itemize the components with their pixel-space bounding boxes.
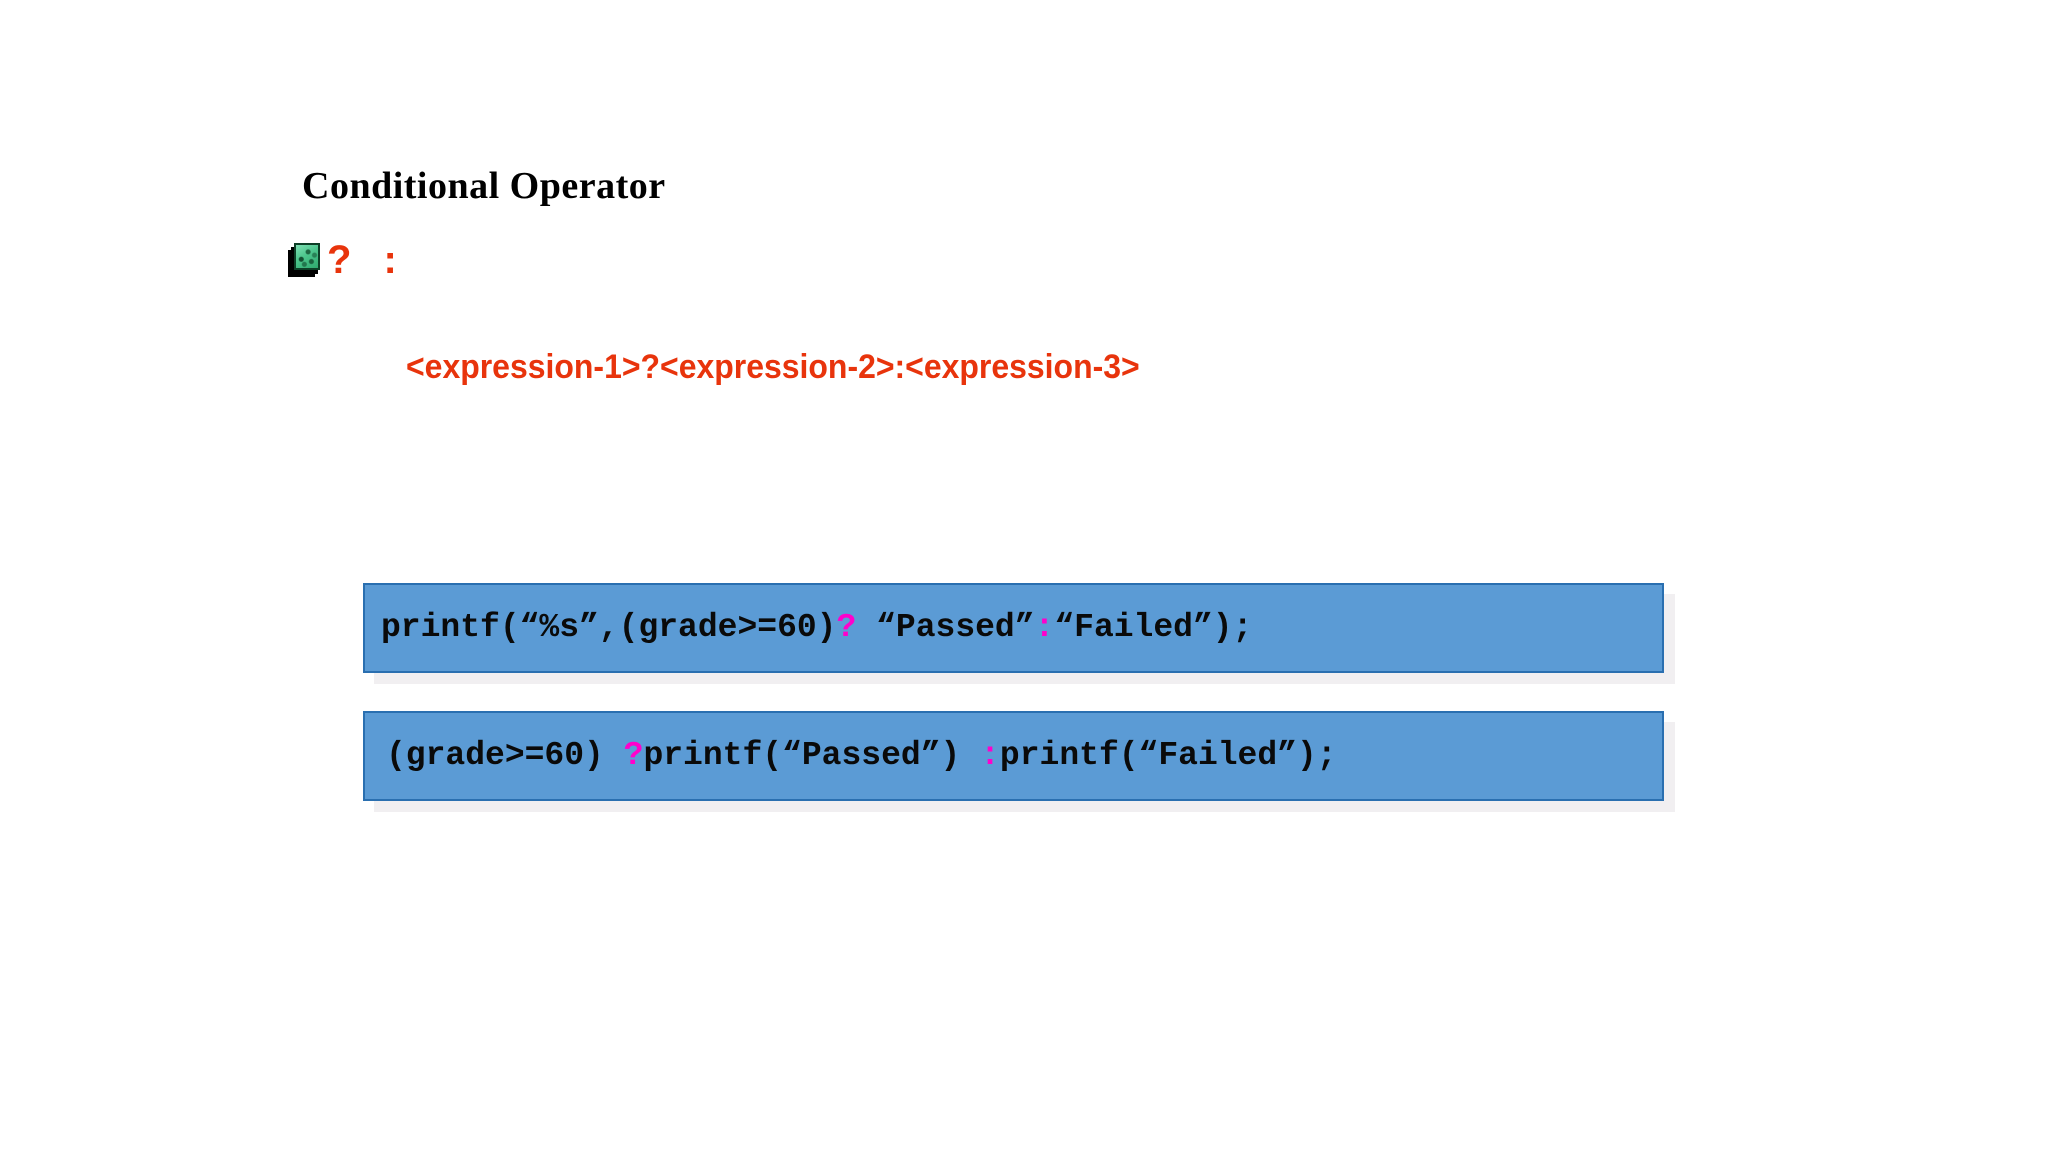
page-title: Conditional Operator xyxy=(302,165,666,207)
ternary-operator-token: ? xyxy=(623,737,644,774)
code-token: printf(“Failed”); xyxy=(999,737,1337,774)
bullet-line: ? : xyxy=(288,236,397,284)
code-token: (grade>=60) xyxy=(386,737,624,774)
code-line-1: printf(“%s”,(grade>=60)? “Passed”:“Faile… xyxy=(381,609,1252,647)
ternary-operator-token: ? xyxy=(836,609,857,646)
green-book-bullet-icon xyxy=(288,243,322,277)
code-box-2: (grade>=60) ?printf(“Passed”) :printf(“F… xyxy=(363,711,1664,801)
code-line-2: (grade>=60) ?printf(“Passed”) :printf(“F… xyxy=(386,737,1337,775)
syntax-expression: <expression-1>?<expression-2>:<expressio… xyxy=(406,348,1140,386)
ternary-operator-token: : xyxy=(1034,609,1055,646)
code-token: printf(“%s”,(grade>=60) xyxy=(381,609,837,646)
bullet-icon-face xyxy=(294,243,320,270)
code-box-1: printf(“%s”,(grade>=60)? “Passed”:“Faile… xyxy=(363,583,1664,673)
code-token: “Failed”); xyxy=(1054,609,1253,646)
bullet-question-mark: ? xyxy=(327,238,352,282)
ternary-operator-token: : xyxy=(980,737,1000,774)
code-token: printf(“Passed”) xyxy=(643,737,981,774)
code-token: “Passed” xyxy=(856,609,1035,646)
bullet-colon: : xyxy=(383,238,397,282)
